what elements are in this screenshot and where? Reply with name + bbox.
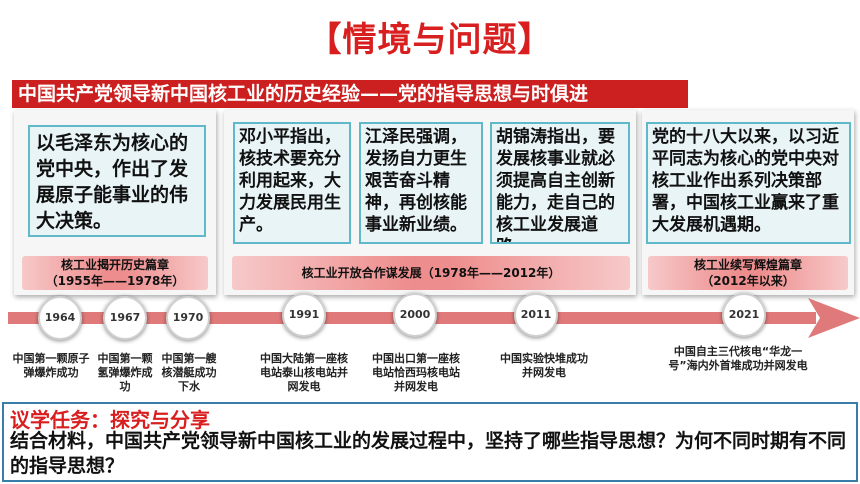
era-period-3: （2012年以来） — [701, 274, 795, 288]
card-mao: 以毛泽东为核心的党中央，作出了发展原子能事业的伟大决策。 — [28, 125, 206, 237]
year-marker-2011: 2011 — [514, 293, 558, 337]
era-label-3: 核工业续写辉煌篇章 （2012年以来） — [648, 256, 848, 290]
event-1967: 中国第一颗氢弹爆炸成功 — [97, 352, 153, 393]
event-2011: 中国实验快堆成功并网发电 — [500, 352, 588, 379]
page-title: 【情境与问题】 — [307, 20, 553, 60]
era-name-3: 核工业续写辉煌篇章 — [693, 258, 802, 272]
year-marker-2021: 2021 — [722, 293, 766, 337]
task-box — [2, 402, 858, 482]
event-2000: 中国出口第一座核电站恰西玛核电站并网发电 — [372, 352, 460, 393]
year-marker-1970: 1970 — [166, 296, 210, 340]
era-name-2: 核工业开放合作谋发展（1978年——2012年） — [301, 266, 561, 280]
year-marker-1991: 1991 — [282, 293, 326, 337]
card-jiang: 江泽民强调，发扬自力更生艰苦奋斗精神，再创核能事业新业绩。 — [359, 122, 483, 244]
era-label-2: 核工业开放合作谋发展（1978年——2012年） — [232, 256, 630, 290]
year-marker-1967: 1967 — [103, 296, 147, 340]
era-period-1: （1955年——1978年） — [45, 274, 185, 288]
event-1964: 中国第一颗原子弹爆炸成功 — [12, 352, 90, 379]
card-deng: 邓小平指出，核技术要充分利用起来，大力发展民用生产。 — [233, 122, 351, 244]
card-xi: 党的十八大以来，以习近平同志为核心的党中央对核工业作出系列决策部署，中国核工业赢… — [646, 122, 851, 244]
era-label-1: 核工业揭开历史篇章 （1955年——1978年） — [22, 256, 208, 290]
timeline-arrowhead — [808, 298, 860, 338]
year-marker-2000: 2000 — [393, 293, 437, 337]
event-1991: 中国大陆第一座核电站泰山核电站并网发电 — [260, 352, 348, 393]
section-banner: 中国共产党领导新中国核工业的历史经验——党的指导思想与时俱进 — [12, 80, 688, 108]
year-marker-1964: 1964 — [38, 296, 82, 340]
event-2021: 中国自主三代核电“华龙一号”海内外首堆成功并网发电 — [668, 345, 808, 372]
task-question: 结合材料，中国共产党领导新中国核工业的发展过程中，坚持了哪些指导思想？为何不同时… — [10, 430, 847, 477]
task-title: 议学任务：探究与分享 — [10, 408, 210, 432]
era-name-1: 核工业揭开历史篇章 — [60, 258, 169, 272]
event-1970: 中国第一艘核潜艇成功下水 — [161, 352, 217, 393]
card-hu: 胡锦涛指出，要发展核事业就必须提高自主创新能力，走自己的核工业发展道路。 — [490, 122, 630, 244]
